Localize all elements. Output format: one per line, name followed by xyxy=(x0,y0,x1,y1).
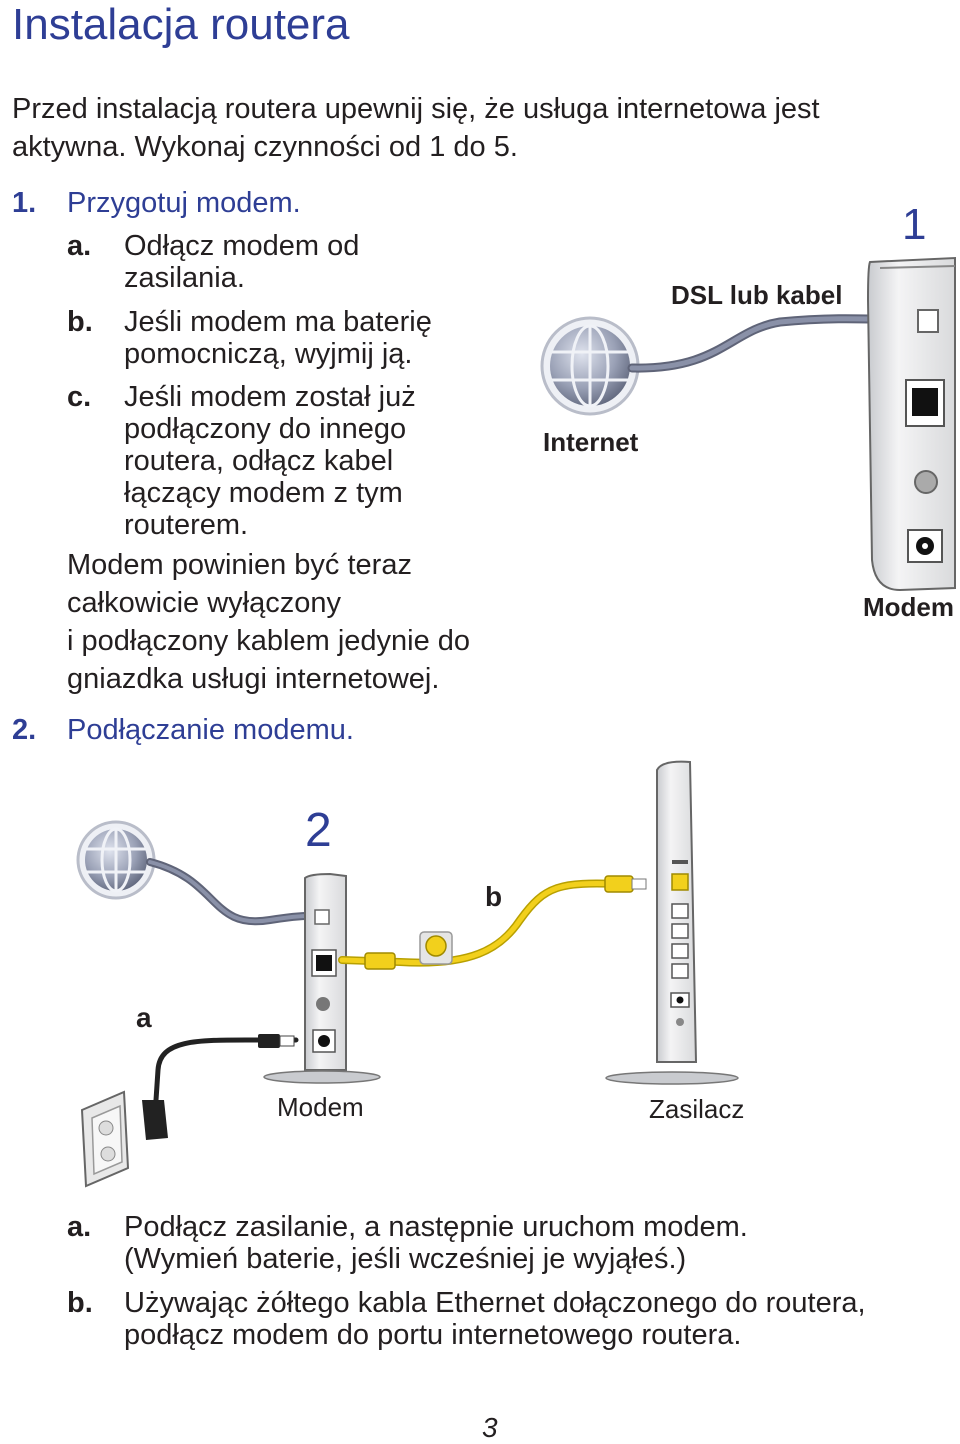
intro-line-1: Przed instalacją routera upewnij się, że… xyxy=(12,93,820,125)
step-1-title: Przygotuj modem. xyxy=(67,187,301,219)
step-1-number: 1. xyxy=(12,187,37,219)
page-number: 3 xyxy=(482,1412,498,1443)
item-letter: c. xyxy=(67,381,92,413)
item-line: podłącz modem do portu internetowego rou… xyxy=(124,1319,742,1351)
item-line: (Wymień baterie, jeśli wcześniej je wyją… xyxy=(124,1243,687,1275)
dsl-cable-label: DSL lub kabel xyxy=(671,280,843,310)
internet-globe-icon xyxy=(76,820,156,900)
intro-line-2: aktywna. Wykonaj czynności od 1 do 5. xyxy=(12,131,518,163)
step-2-item-b: b. Używając żółtego kabla Ethernet dołąc… xyxy=(67,1287,947,1351)
step-1-item-a: a. Odłącz modem od zasilania. xyxy=(67,230,507,294)
modem-label: Modem xyxy=(277,1092,364,1122)
item-line: Podłącz zasilanie, a następnie uruchom m… xyxy=(124,1211,748,1243)
intro-text: Przed instalacją routera upewnij się, że… xyxy=(12,90,912,166)
internet-label: Internet xyxy=(543,427,639,457)
step-1-note: Modem powinien być teraz całkowicie wyłą… xyxy=(67,546,470,698)
item-line: routera, odłącz kabel xyxy=(124,445,394,477)
router-tower xyxy=(605,760,739,1085)
step-1-heading: 1. xyxy=(12,186,36,220)
step-1-item-b: b. Jeśli modem ma baterię pomocniczą, wy… xyxy=(67,306,507,370)
item-letter: b. xyxy=(67,1287,93,1319)
modem-label: Modem xyxy=(863,592,954,622)
figure-2-step-number: 2 xyxy=(305,804,332,857)
item-line: Jeśli modem ma baterię xyxy=(124,306,432,338)
item-line: podłączony do innego xyxy=(124,413,407,445)
step-2-item-a: a. Podłącz zasilanie, a następnie urucho… xyxy=(67,1211,947,1275)
item-line: Jeśli modem został już xyxy=(124,381,416,413)
yellow-ethernet-cable xyxy=(338,875,647,970)
modem-tower xyxy=(263,872,381,1084)
item-line: routerem. xyxy=(124,509,249,541)
wall-outlet-icon xyxy=(80,1090,168,1188)
figure-2 xyxy=(76,760,739,1188)
page-title: Instalacja routera xyxy=(12,0,350,49)
step-2-title: Podłączanie modemu. xyxy=(67,714,354,746)
figure-1-step-number: 1 xyxy=(902,200,927,249)
internet-globe-icon xyxy=(540,316,640,416)
figure-1 xyxy=(540,256,956,592)
note-line: całkowicie wyłączony xyxy=(67,587,341,619)
power-cable xyxy=(153,1034,299,1103)
callout-b: b xyxy=(485,881,503,912)
step-1-item-c: c. Jeśli modem został już podłączony do … xyxy=(67,381,507,541)
item-line: zasilania. xyxy=(124,262,245,294)
item-letter: b. xyxy=(67,306,93,338)
modem-device xyxy=(866,256,956,592)
item-line: pomocniczą, wyjmij ją. xyxy=(124,338,413,370)
callout-a: a xyxy=(136,1002,152,1033)
item-letter: a. xyxy=(67,230,92,262)
power-adapter-label: Zasilacz xyxy=(649,1094,745,1124)
note-line: i podłączony kablem jedynie do xyxy=(67,625,471,657)
item-letter: a. xyxy=(67,1211,92,1243)
step-2-number: 2. xyxy=(12,714,37,746)
item-line: łączący modem z tym xyxy=(124,477,403,509)
step-2-heading: 2. xyxy=(12,713,36,747)
item-line: Używając żółtego kabla Ethernet dołączon… xyxy=(124,1287,866,1319)
note-line: Modem powinien być teraz xyxy=(67,549,412,581)
item-line: Odłącz modem od xyxy=(124,230,360,262)
note-line: gniazdka usługi internetowej. xyxy=(67,663,440,695)
